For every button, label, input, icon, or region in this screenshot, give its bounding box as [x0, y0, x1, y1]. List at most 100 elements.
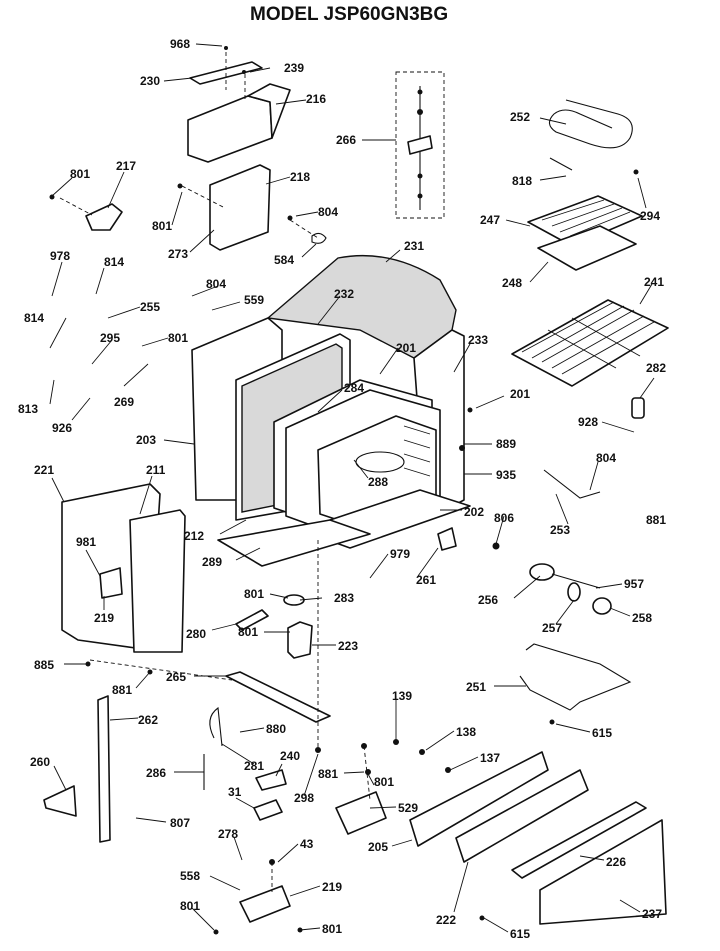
part-216-duct — [187, 95, 273, 163]
label-615-b: 615 — [510, 927, 530, 941]
label-294: 294 — [640, 209, 660, 223]
label-205: 205 — [368, 840, 388, 854]
label-256: 256 — [478, 593, 498, 607]
label-258: 258 — [632, 611, 652, 625]
label-298: 298 — [294, 791, 314, 805]
label-251: 251 — [466, 680, 486, 694]
label-615-a: 615 — [592, 726, 612, 740]
label-885: 885 — [34, 658, 54, 672]
part-237-gasket — [539, 819, 667, 925]
label-814-b: 814 — [24, 311, 44, 325]
label-226: 226 — [606, 855, 626, 869]
label-247: 247 — [480, 213, 500, 227]
part-222-door-glass — [455, 769, 589, 863]
part-248-pan — [537, 225, 637, 271]
label-283: 283 — [334, 591, 354, 605]
label-237: 237 — [642, 907, 662, 921]
page-title: MODEL JSP60GN3BG — [250, 4, 448, 25]
part-261-bracket — [437, 527, 457, 551]
label-978: 978 — [50, 249, 70, 263]
label-218: 218 — [290, 170, 310, 184]
part-529-plate — [335, 791, 387, 835]
label-240: 240 — [280, 749, 300, 763]
label-230: 230 — [140, 74, 160, 88]
label-248: 248 — [502, 276, 522, 290]
label-201-b: 201 — [510, 387, 530, 401]
label-818: 818 — [512, 174, 532, 188]
part-219-box — [239, 885, 291, 923]
label-31: 31 — [228, 785, 242, 799]
label-265: 265 — [166, 670, 186, 684]
label-202: 202 — [464, 505, 484, 519]
label-43: 43 — [300, 837, 314, 851]
label-806: 806 — [494, 511, 514, 525]
part-31-block — [253, 799, 283, 821]
label-284: 284 — [344, 381, 364, 395]
bake-element-251 — [519, 643, 632, 711]
label-295: 295 — [100, 331, 120, 345]
label-222: 222 — [436, 913, 456, 927]
side-panel-221-211 — [61, 483, 233, 681]
label-260: 260 — [30, 755, 50, 769]
part-223-heater — [287, 621, 313, 659]
label-282: 282 — [646, 361, 666, 375]
label-881-b: 881 — [112, 683, 132, 697]
label-266-top: 266 — [336, 133, 356, 147]
label-223: 223 — [338, 639, 358, 653]
label-559: 559 — [244, 293, 264, 307]
label-288: 288 — [368, 475, 388, 489]
part-217-bracket — [85, 203, 123, 231]
broil-element-and-pan — [527, 99, 643, 271]
label-981: 981 — [76, 535, 96, 549]
label-216: 216 — [306, 92, 326, 106]
label-232: 232 — [334, 287, 354, 301]
label-801-a: 801 — [70, 167, 90, 181]
label-278: 278 — [218, 827, 238, 841]
label-801-d: 801 — [244, 587, 264, 601]
label-241: 241 — [644, 275, 664, 289]
leader-lines — [49, 43, 655, 933]
label-261: 261 — [416, 573, 436, 587]
label-233: 233 — [468, 333, 488, 347]
label-801-e: 801 — [238, 625, 258, 639]
part-218-duct — [209, 164, 271, 251]
part-289-drawer-support — [217, 519, 371, 567]
label-814-a: 814 — [104, 255, 124, 269]
label-801-c: 801 — [168, 331, 188, 345]
label-281: 281 — [244, 759, 264, 773]
label-804-b: 804 — [206, 277, 226, 291]
label-255: 255 — [140, 300, 160, 314]
part-247-grid — [527, 195, 643, 247]
label-252-top: 252 — [510, 110, 530, 124]
label-979: 979 — [390, 547, 410, 561]
label-928: 928 — [578, 415, 598, 429]
label-219-b: 219 — [322, 880, 342, 894]
label-957: 957 — [624, 577, 644, 591]
label-926-a: 926 — [52, 421, 72, 435]
label-203: 203 — [136, 433, 156, 447]
label-280-a: 280 — [186, 627, 206, 641]
label-584: 584 — [274, 253, 294, 267]
label-138: 138 — [456, 725, 476, 739]
part-231-wrapper — [266, 254, 457, 359]
label-201-a: 201 — [396, 341, 416, 355]
label-935: 935 — [496, 468, 516, 482]
part-205-inner-door — [409, 751, 549, 847]
label-889: 889 — [496, 437, 516, 451]
label-881-c: 881 — [318, 767, 338, 781]
label-257: 257 — [542, 621, 562, 635]
part-281-wire — [209, 707, 223, 747]
label-286: 286 — [146, 766, 166, 780]
label-558: 558 — [180, 869, 200, 883]
label-269: 269 — [114, 395, 134, 409]
oven-rack-241 — [511, 299, 669, 387]
label-239: 239 — [284, 61, 304, 75]
part-226-handle — [511, 801, 647, 879]
part-219-cutout — [99, 567, 123, 599]
label-880: 880 — [266, 722, 286, 736]
label-262: 262 — [138, 713, 158, 727]
label-221: 221 — [34, 463, 54, 477]
label-219-a: 219 — [94, 611, 114, 625]
label-801-f: 801 — [374, 775, 394, 789]
gas-valve-parts — [437, 397, 645, 615]
